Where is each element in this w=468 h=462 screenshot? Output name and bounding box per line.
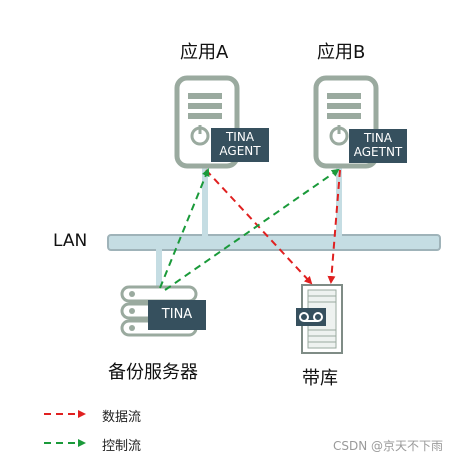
lan-label: LAN [53,231,88,251]
tape-library-icon [296,284,343,354]
app-b-agent-line2: AGETNT [353,145,403,159]
data-flow-b-to-tape [327,169,341,284]
app-b-agent-badge: TINA AGETNT [349,129,407,163]
backup-server-agent-label: TINA [161,307,193,322]
legend-control-flow-label: 控制流 [102,439,142,454]
tape-library-label: 带库 [302,368,338,389]
backup-server-agent-badge: TINA [148,300,206,330]
app-a-lan-link [202,166,208,236]
legend-data-flow-label: 数据流 [102,410,142,425]
control-flow-to-a [159,168,210,289]
control-flow-to-b [164,168,340,291]
backup-lan-link [156,249,162,289]
backup-server-label: 备份服务器 [108,362,198,383]
app-a-agent-badge: TINA AGENT [211,128,269,162]
watermark: CSDN @京天不下雨 [333,439,444,453]
app-b-lan-link [336,166,342,236]
app-a-title: 应用A [180,42,229,63]
app-b-title: 应用B [317,42,366,63]
app-b-agent-line1: TINA [363,131,393,145]
app-a-agent-line2: AGENT [219,144,261,158]
app-a-agent-line1: TINA [225,130,255,144]
data-flow-a-to-tape [205,169,313,285]
